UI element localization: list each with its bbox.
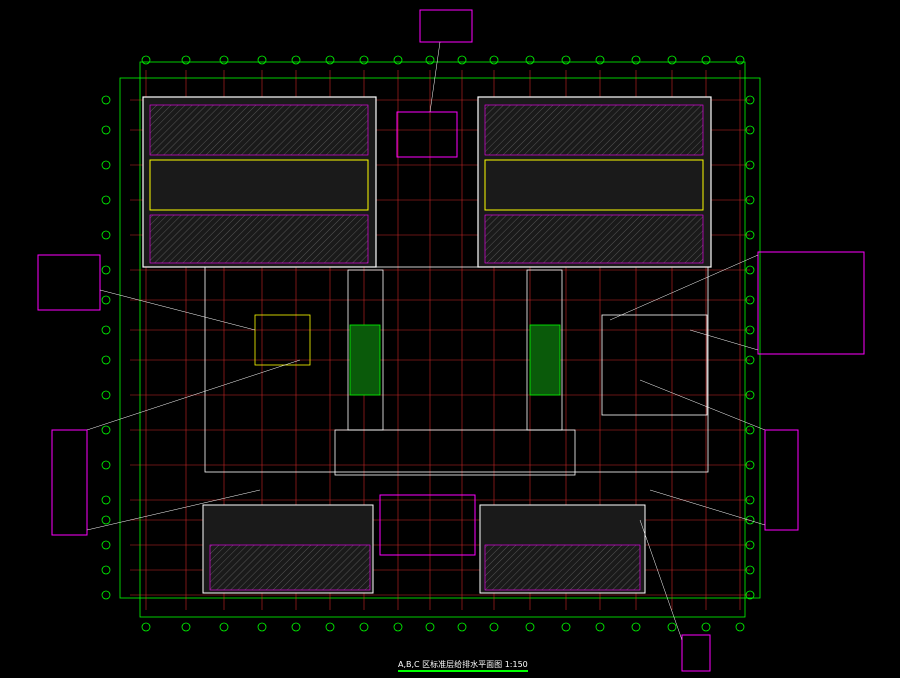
axis-bubble (325, 55, 335, 65)
dimension-frame (119, 61, 761, 618)
axis-bubble (101, 160, 111, 170)
axis-bubbles (101, 55, 755, 632)
axis-bubble (101, 390, 111, 400)
axis-bubble (257, 55, 267, 65)
axis-bubble (219, 55, 229, 65)
axis-bubble (393, 622, 403, 632)
axis-bubble (745, 515, 755, 525)
axis-bubble (561, 55, 571, 65)
axis-bubble (745, 95, 755, 105)
axis-bubble (101, 195, 111, 205)
axis-bubble (667, 55, 677, 65)
axis-bubble (141, 55, 151, 65)
axis-bubble (745, 325, 755, 335)
axis-bubble (745, 125, 755, 135)
axis-bubble (291, 55, 301, 65)
axis-bubble (101, 460, 111, 470)
axis-bubble (101, 95, 111, 105)
axis-bubble (745, 540, 755, 550)
axis-bubble (393, 55, 403, 65)
axis-bubble (561, 622, 571, 632)
axis-bubble (359, 55, 369, 65)
axis-bubble (745, 195, 755, 205)
axis-bubble (101, 515, 111, 525)
axis-bubble (101, 295, 111, 305)
core-top (396, 111, 458, 158)
axis-bubble (745, 230, 755, 240)
axis-bubble (181, 622, 191, 632)
axis-bubble (735, 622, 745, 632)
axis-bubble (101, 590, 111, 600)
drawing-title: A,B,C 区标准层给排水平面图 1:150 (398, 659, 528, 672)
axis-bubble (745, 565, 755, 575)
axis-bubble (701, 55, 711, 65)
axis-bubble (457, 622, 467, 632)
axis-bubble (745, 355, 755, 365)
tower-c (202, 494, 646, 594)
axis-bubble (101, 230, 111, 240)
axis-bubble (425, 622, 435, 632)
axis-bubble (667, 622, 677, 632)
axis-bubble (745, 265, 755, 275)
axis-bubble (631, 622, 641, 632)
axis-bubble (701, 622, 711, 632)
axis-bubble (525, 55, 535, 65)
axis-bubble (101, 425, 111, 435)
axis-bubble (745, 390, 755, 400)
axis-bubble (101, 495, 111, 505)
axis-bubble (101, 325, 111, 335)
axis-bubble (745, 295, 755, 305)
leader-lines (86, 41, 766, 641)
axis-bubble (101, 355, 111, 365)
detail-callouts (37, 9, 865, 672)
axis-bubble (425, 55, 435, 65)
axis-bubble (359, 622, 369, 632)
axis-bubble (101, 125, 111, 135)
tower-b (477, 96, 712, 268)
podium (204, 266, 709, 476)
axis-bubble (595, 55, 605, 65)
axis-bubble (325, 622, 335, 632)
axis-bubble (745, 590, 755, 600)
axis-bubble (257, 622, 267, 632)
axis-bubble (489, 55, 499, 65)
axis-bubble (101, 540, 111, 550)
axis-bubble (745, 160, 755, 170)
axis-bubble (101, 265, 111, 275)
axis-bubble (745, 495, 755, 505)
axis-bubble (745, 460, 755, 470)
axis-bubble (219, 622, 229, 632)
axis-bubble (141, 622, 151, 632)
axis-bubble (745, 425, 755, 435)
axis-bubble (735, 55, 745, 65)
axis-bubble (101, 565, 111, 575)
tower-a (142, 96, 377, 268)
axis-bubble (631, 55, 641, 65)
axis-bubble (291, 622, 301, 632)
axis-bubble (595, 622, 605, 632)
axis-bubble (457, 55, 467, 65)
axis-bubble (525, 622, 535, 632)
axis-bubble (181, 55, 191, 65)
axis-bubble (489, 622, 499, 632)
